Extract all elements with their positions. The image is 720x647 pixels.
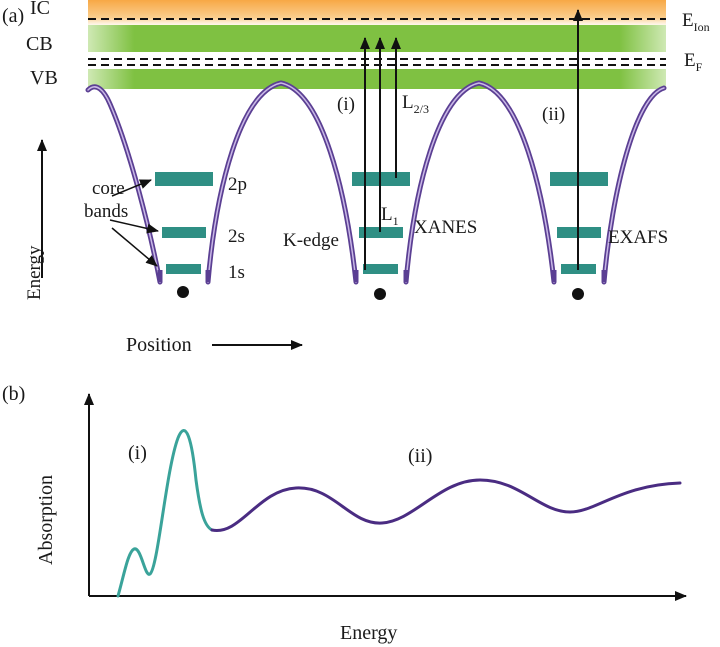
- panel-b: (b) Absorption Energy (i) (ii): [2, 383, 687, 644]
- core-bands-pointer-2p: [111, 179, 152, 197]
- panel-a-label: (a): [2, 5, 24, 27]
- position-axis-label: Position: [126, 334, 192, 356]
- exafs-curve: [210, 478, 682, 532]
- well-bottom-2: [353, 270, 409, 282]
- region-label-i: (i): [128, 442, 147, 464]
- nucleus-2: [374, 288, 386, 300]
- panel-b-label: (b): [2, 383, 25, 405]
- region-label-ii: (ii): [408, 445, 432, 467]
- label-xanes: XANES: [414, 217, 477, 238]
- vb-band: [88, 69, 666, 89]
- cb-band-label: CB: [26, 33, 53, 55]
- label-k-edge: K-edge: [283, 230, 339, 251]
- level-label-2s: 2s: [228, 226, 245, 247]
- energy-axis-label: Energy: [24, 245, 45, 300]
- e-ion-label: EIon: [682, 10, 710, 34]
- core-bands-label: core bands: [84, 178, 129, 222]
- ic-band-label: IC: [30, 0, 50, 19]
- core-bands-pointer-2s: [109, 219, 159, 234]
- e-f-label: EF: [684, 50, 703, 74]
- core-bands-pointer-1s: [111, 227, 158, 267]
- nucleus-1: [177, 286, 189, 298]
- transition-label-l1: L1: [381, 204, 399, 228]
- vb-band-label: VB: [30, 67, 58, 89]
- panel-a: (a) IC EIon CB EF VB: [2, 0, 710, 356]
- label-exafs: EXAFS: [608, 227, 668, 248]
- level-label-1s: 1s: [228, 262, 245, 283]
- level-label-2p: 2p: [228, 174, 247, 195]
- transition-label-ii: (ii): [542, 104, 565, 125]
- cb-band: [88, 25, 666, 52]
- well-bottom-1: [157, 270, 211, 282]
- core-bands-well-1: [155, 172, 213, 274]
- energy-label-b: Energy: [340, 622, 397, 644]
- transition-label-l23: L2/3: [402, 92, 429, 116]
- nucleus-3: [572, 288, 584, 300]
- absorption-label: Absorption: [35, 475, 57, 565]
- transition-label-i: (i): [337, 94, 355, 115]
- well-bottom-3: [551, 270, 607, 282]
- potential-well-highlight: [87, 82, 665, 283]
- xanes-curve: [116, 429, 214, 598]
